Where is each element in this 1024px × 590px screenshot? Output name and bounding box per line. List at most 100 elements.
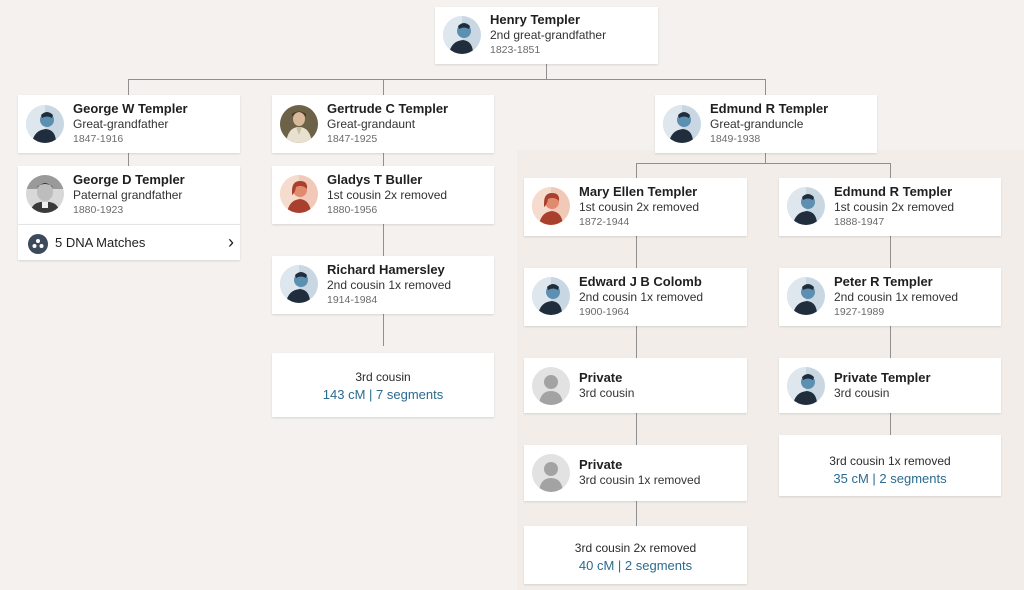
person-name: Edmund R Templer bbox=[710, 101, 829, 116]
person-card-george-d-templer[interactable]: George D Templer Paternal grandfather 18… bbox=[18, 166, 240, 224]
person-name: Gladys T Buller bbox=[327, 172, 423, 187]
connector bbox=[128, 153, 129, 166]
connector bbox=[890, 163, 891, 178]
person-relation: Great-granduncle bbox=[710, 117, 804, 131]
connector bbox=[383, 153, 384, 166]
male-silhouette-icon bbox=[663, 105, 701, 143]
connector bbox=[765, 79, 766, 95]
person-years: 1888-1947 bbox=[834, 216, 885, 228]
male-silhouette-icon bbox=[787, 187, 825, 225]
connector bbox=[383, 314, 384, 346]
person-years: 1914-1984 bbox=[327, 294, 378, 306]
person-relation: 1st cousin 2x removed bbox=[579, 200, 700, 214]
dna-matches-button[interactable]: 5 DNA Matches › bbox=[18, 224, 240, 260]
match-cm[interactable]: 40 cM | 2 segments bbox=[578, 558, 693, 573]
private-silhouette-icon bbox=[532, 367, 570, 405]
person-years: 1880-1923 bbox=[73, 204, 124, 216]
connector bbox=[383, 224, 384, 256]
dna-matches-icon bbox=[28, 234, 48, 254]
person-relation: 3rd cousin bbox=[579, 386, 635, 400]
private-silhouette-icon bbox=[532, 454, 570, 492]
person-card-gladys-t-buller[interactable]: Gladys T Buller 1st cousin 2x removed 18… bbox=[272, 166, 494, 224]
person-name: Private bbox=[579, 457, 623, 472]
dna-matches-label: 5 DNA Matches bbox=[55, 235, 146, 250]
male-silhouette-icon bbox=[280, 265, 318, 303]
person-card-private[interactable]: Private 3rd cousin 1x removed bbox=[524, 445, 747, 501]
connector bbox=[890, 326, 891, 358]
connector bbox=[636, 501, 637, 526]
person-relation: 2nd cousin 1x removed bbox=[579, 290, 704, 304]
person-card-edmund-r-templer[interactable]: Edmund R Templer 1st cousin 2x removed 1… bbox=[779, 178, 1001, 236]
person-relation: 3rd cousin bbox=[834, 386, 890, 400]
match-relationship: 3rd cousin bbox=[355, 370, 411, 384]
person-years: 1880-1956 bbox=[327, 204, 378, 216]
connector bbox=[636, 413, 637, 445]
person-name: Henry Templer bbox=[490, 12, 581, 27]
dna-match-card[interactable]: 3rd cousin 143 cM | 7 segments bbox=[272, 353, 494, 417]
connector bbox=[890, 236, 891, 268]
dna-match-card[interactable]: 3rd cousin 1x removed 35 cM | 2 segments bbox=[779, 435, 1001, 496]
person-card-henry-templer[interactable]: Henry Templer 2nd great-grandfather 1823… bbox=[435, 7, 658, 64]
male-silhouette-icon bbox=[26, 105, 64, 143]
male-silhouette-icon bbox=[787, 277, 825, 315]
connector bbox=[636, 163, 637, 178]
match-relationship: 3rd cousin 2x removed bbox=[574, 541, 697, 555]
male-silhouette-icon bbox=[443, 16, 481, 54]
person-name: Mary Ellen Templer bbox=[579, 184, 698, 199]
person-relation: Great-grandfather bbox=[73, 117, 169, 131]
connector bbox=[890, 413, 891, 435]
person-relation: 2nd cousin 1x removed bbox=[327, 278, 452, 292]
person-relation: 3rd cousin 1x removed bbox=[579, 473, 701, 487]
person-relation: 1st cousin 2x removed bbox=[834, 200, 955, 214]
person-name: Private Templer bbox=[834, 370, 931, 385]
connector bbox=[636, 326, 637, 358]
match-cm[interactable]: 35 cM | 2 segments bbox=[833, 471, 947, 486]
connector bbox=[128, 79, 766, 80]
person-card-george-w-templer[interactable]: George W Templer Great-grandfather 1847-… bbox=[18, 95, 240, 153]
person-years: 1872-1944 bbox=[579, 216, 630, 228]
person-name: Peter R Templer bbox=[834, 274, 933, 289]
person-years: 1927-1989 bbox=[834, 306, 885, 318]
person-card-richard-hamersley[interactable]: Richard Hamersley 2nd cousin 1x removed … bbox=[272, 256, 494, 314]
person-years: 1823-1851 bbox=[490, 44, 541, 56]
person-card-gertrude-c-templer[interactable]: Gertrude C Templer Great-grandaunt 1847-… bbox=[272, 95, 494, 153]
connector bbox=[546, 64, 547, 79]
person-name: Edmund R Templer bbox=[834, 184, 953, 199]
connector bbox=[128, 79, 129, 95]
person-relation: Paternal grandfather bbox=[73, 188, 183, 202]
female-silhouette-icon bbox=[280, 175, 318, 213]
chevron-right-icon: › bbox=[228, 232, 234, 252]
person-card-private[interactable]: Private 3rd cousin bbox=[524, 358, 747, 413]
person-name: Edward J B Colomb bbox=[579, 274, 702, 289]
person-relation: 2nd great-grandfather bbox=[490, 28, 607, 42]
connector bbox=[636, 236, 637, 268]
person-card-peter-r-templer[interactable]: Peter R Templer 2nd cousin 1x removed 19… bbox=[779, 268, 1001, 326]
person-card-private-templer[interactable]: Private Templer 3rd cousin bbox=[779, 358, 1001, 413]
match-cm[interactable]: 143 cM | 7 segments bbox=[322, 387, 444, 402]
male-silhouette-icon bbox=[787, 367, 825, 405]
person-years: 1847-1916 bbox=[73, 133, 124, 145]
person-name: George W Templer bbox=[73, 101, 188, 116]
person-card-edmund-r-templer[interactable]: Edmund R Templer Great-granduncle 1849-1… bbox=[655, 95, 877, 153]
person-name: Private bbox=[579, 370, 623, 385]
person-card-mary-ellen-templer[interactable]: Mary Ellen Templer 1st cousin 2x removed… bbox=[524, 178, 747, 236]
dna-match-card[interactable]: 3rd cousin 2x removed 40 cM | 2 segments bbox=[524, 526, 747, 584]
female-silhouette-icon bbox=[532, 187, 570, 225]
connector bbox=[383, 79, 384, 95]
person-name: Gertrude C Templer bbox=[327, 101, 449, 116]
connector bbox=[636, 163, 891, 164]
person-relation: 1st cousin 2x removed bbox=[327, 188, 448, 202]
person-years: 1847-1925 bbox=[327, 133, 378, 145]
person-name: George D Templer bbox=[73, 172, 185, 187]
connector bbox=[765, 153, 766, 163]
portrait-painting bbox=[280, 105, 318, 143]
person-years: 1900-1964 bbox=[579, 306, 630, 318]
male-silhouette-icon bbox=[532, 277, 570, 315]
match-relationship: 3rd cousin 1x removed bbox=[829, 454, 951, 468]
person-years: 1849-1938 bbox=[710, 133, 761, 145]
person-photo bbox=[26, 175, 64, 213]
person-name: Richard Hamersley bbox=[327, 262, 445, 277]
person-relation: 2nd cousin 1x removed bbox=[834, 290, 959, 304]
person-card-edward-j-b-colomb[interactable]: Edward J B Colomb 2nd cousin 1x removed … bbox=[524, 268, 747, 326]
person-relation: Great-grandaunt bbox=[327, 117, 416, 131]
